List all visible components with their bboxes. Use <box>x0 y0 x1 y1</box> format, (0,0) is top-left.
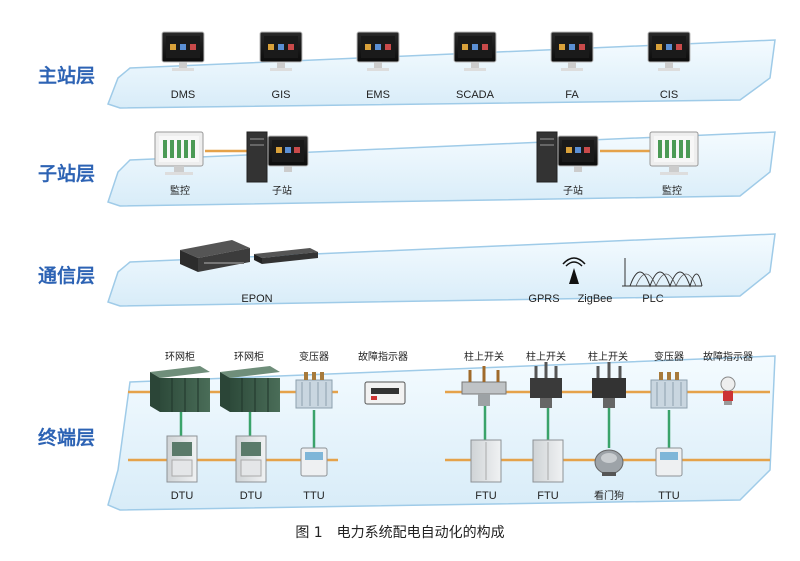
terminal-label-rmu-1: 环网柜 <box>165 350 195 363</box>
epon-olt-device <box>180 240 250 272</box>
comm-label-epon: EPON <box>241 293 272 305</box>
dtu-cabinet-1 <box>166 435 198 483</box>
terminal-label-dtu-2: DTU <box>240 490 263 502</box>
ring-main-unit-1 <box>150 366 210 412</box>
terminal-label-ftu-1: FTU <box>475 490 496 502</box>
plc-waveform-icon <box>622 258 703 288</box>
substation-label-monitor-left: 監控 <box>170 184 190 197</box>
transformer-right <box>650 372 688 409</box>
substation-server-right <box>536 131 599 183</box>
master-label-fa: FA <box>565 89 579 101</box>
master-monitor-dms <box>161 31 205 71</box>
terminal-layer-title: 终端层 <box>38 426 95 449</box>
terminal-label-pole-switch-1: 柱上开关 <box>464 350 504 363</box>
transformer-left <box>295 372 333 409</box>
substation-monitor-right <box>649 131 699 175</box>
fault-indicator-left <box>364 381 406 405</box>
comm-layer-plane <box>107 233 776 307</box>
terminal-label-ttu-left: TTU <box>303 490 324 502</box>
terminal-label-rmu-2: 环网柜 <box>234 350 264 363</box>
substation-monitor-left <box>154 131 204 175</box>
terminal-label-pole-switch-3: 柱上开关 <box>588 350 628 363</box>
master-monitor-cis <box>647 31 691 71</box>
terminal-label-ftu-2: FTU <box>537 490 558 502</box>
master-label-scada: SCADA <box>456 89 495 101</box>
substation-label-monitor-right: 監控 <box>662 184 682 197</box>
substation-server-left <box>246 131 309 183</box>
terminal-label-transformer-right: 变压器 <box>654 350 684 363</box>
ftu-cabinet-2 <box>532 439 564 483</box>
dtu-cabinet-2 <box>235 435 267 483</box>
master-monitor-scada <box>453 31 497 71</box>
comm-label-zigbee: ZigBee <box>578 293 613 305</box>
terminal-label-fault-indicator-right: 故障指示器 <box>703 350 753 363</box>
ttu-meter-right <box>655 447 683 477</box>
fault-indicator-right <box>720 376 736 405</box>
epon-onu-device <box>254 248 318 264</box>
substation-label-substation-right: 子站 <box>563 184 583 197</box>
ftu-cabinet-1 <box>470 439 502 483</box>
watchdog-device <box>594 449 624 476</box>
comm-label-plc: PLC <box>642 293 663 305</box>
pole-switch-2 <box>530 362 562 408</box>
master-layer-plane <box>107 39 776 109</box>
terminal-label-watchdog: 看门狗 <box>594 489 624 502</box>
substation-layer-title: 子站层 <box>38 162 95 185</box>
terminal-label-dtu-1: DTU <box>171 490 194 502</box>
terminal-label-ttu-right: TTU <box>658 490 679 502</box>
terminal-vertical-links <box>179 405 671 448</box>
master-monitor-gis <box>259 31 303 71</box>
master-label-ems: EMS <box>366 89 390 101</box>
master-monitor-ems <box>356 31 400 71</box>
ring-main-unit-2 <box>220 366 280 412</box>
master-label-dms: DMS <box>171 89 195 101</box>
master-label-gis: GIS <box>272 89 291 101</box>
ttu-meter-left <box>300 447 328 477</box>
figure-caption: 图 1 电力系统配电自动化的构成 <box>295 525 505 541</box>
terminal-label-fault-indicator-left: 故障指示器 <box>358 350 408 363</box>
substation-label-substation-left: 子站 <box>272 184 292 197</box>
master-monitor-fa <box>550 31 594 71</box>
terminal-label-pole-switch-2: 柱上开关 <box>526 350 566 363</box>
pole-switch-3 <box>592 362 626 408</box>
pole-switch-1 <box>461 366 507 406</box>
comm-label-gprs: GPRS <box>528 293 559 305</box>
master-layer-title: 主站层 <box>38 64 95 87</box>
gprs-antenna-icon <box>562 257 586 284</box>
terminal-label-transformer-left: 变压器 <box>299 350 329 363</box>
master-label-cis: CIS <box>660 89 678 101</box>
comm-layer-title: 通信层 <box>38 264 95 287</box>
